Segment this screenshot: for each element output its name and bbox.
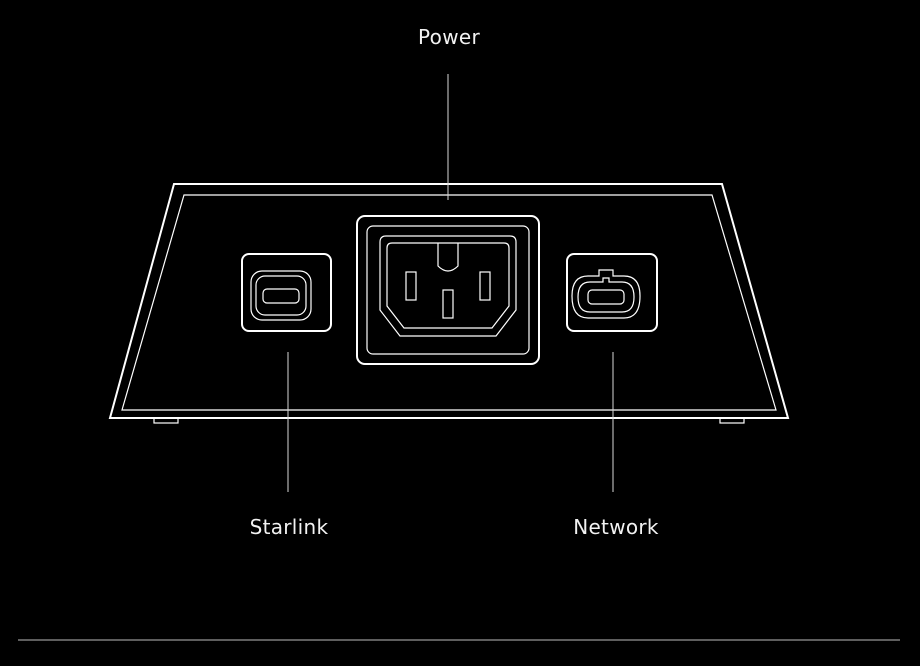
power-label: Power (418, 25, 480, 49)
power-port-icon (356, 215, 540, 365)
foot-right (719, 417, 745, 424)
starlink-label: Starlink (250, 515, 329, 539)
device-housing (108, 183, 790, 424)
starlink-port-icon (241, 253, 332, 332)
housing-inner-outline (121, 194, 777, 411)
housing-outer-outline (108, 183, 790, 419)
foot-left (153, 417, 179, 424)
network-port-icon (566, 253, 658, 332)
network-label: Network (573, 515, 659, 539)
